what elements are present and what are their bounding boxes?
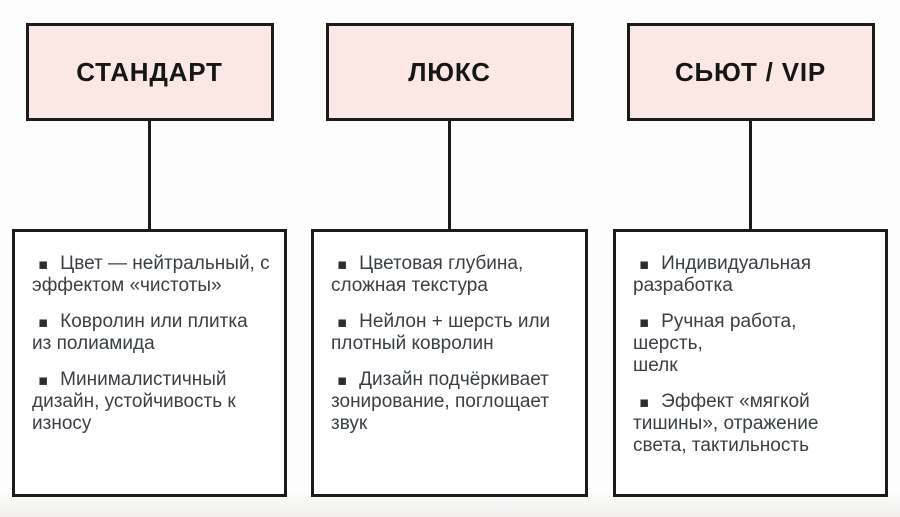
connector-line [749, 121, 752, 229]
bullet-item: ▪Дизайн подчёркивает зонирование, поглощ… [331, 369, 571, 435]
column-lux: ЛЮКС ▪Цветовая глубина, сложная текстура… [311, 23, 588, 497]
bullet-text: Цветовая глубина, сложная текстура [331, 253, 524, 296]
bullet-square-icon: ▪ [337, 371, 348, 389]
bullet-item: ▪Минималистичный дизайн, устойчивость к … [32, 369, 270, 435]
bullet-square-icon: ▪ [337, 313, 348, 331]
bullet-text: Эффект «мягкой тишины», отражение света,… [633, 391, 819, 456]
bullet-text: Ручная работа, шерсть, шелк [633, 311, 797, 376]
bullet-text: Ковролин или плитка из полиамида [32, 311, 248, 354]
header-box-standard: СТАНДАРТ [25, 23, 274, 121]
bullet-item: ▪Эффект «мягкой тишины», отражение света… [633, 391, 871, 457]
content-box-suite-vip: ▪Индивидуальная разработка ▪Ручная работ… [613, 229, 888, 497]
bullet-text: Дизайн подчёркивает зонирование, поглоща… [331, 369, 550, 434]
bullet-square-icon: ▪ [337, 255, 348, 273]
connector-line [448, 121, 451, 229]
content-box-lux: ▪Цветовая глубина, сложная текстура ▪Ней… [311, 229, 588, 497]
column-standard: СТАНДАРТ ▪Цвет — нейтральный, с эффектом… [12, 23, 287, 497]
bullet-item: ▪Ручная работа, шерсть, шелк [633, 311, 871, 377]
header-box-suite-vip: СЬЮТ / VIP [626, 23, 875, 121]
header-label-suite-vip: СЬЮТ / VIP [674, 56, 827, 87]
connector-line [148, 121, 151, 229]
bullet-item: ▪Нейлон + шерсть или плотный ковролин [331, 311, 571, 355]
bullet-item: ▪Цветовая глубина, сложная текстура [331, 253, 571, 297]
bullet-item: ▪Цвет — нейтральный, с эффектом «чистоты… [32, 253, 270, 297]
bullet-item: ▪Индивидуальная разработка [633, 253, 871, 297]
bullet-square-icon: ▪ [639, 313, 650, 331]
bullet-square-icon: ▪ [38, 255, 49, 273]
bullet-square-icon: ▪ [38, 371, 49, 389]
bullet-square-icon: ▪ [639, 255, 650, 273]
bullet-square-icon: ▪ [639, 393, 650, 411]
bullet-square-icon: ▪ [38, 313, 49, 331]
header-box-lux: ЛЮКС [325, 23, 574, 121]
bullet-text: Цвет — нейтральный, с эффектом «чистоты» [32, 253, 270, 296]
column-suite-vip: СЬЮТ / VIP ▪Индивидуальная разработка ▪Р… [613, 23, 888, 497]
bullet-item: ▪Ковролин или плитка из полиамида [32, 311, 270, 355]
content-box-standard: ▪Цвет — нейтральный, с эффектом «чистоты… [12, 229, 287, 497]
bullet-text: Минималистичный дизайн, устойчивость к и… [32, 369, 236, 434]
header-label-standard: СТАНДАРТ [76, 56, 223, 87]
header-label-lux: ЛЮКС [408, 56, 491, 87]
bullet-text: Индивидуальная разработка [633, 253, 812, 296]
bullet-text: Нейлон + шерсть или плотный ковролин [331, 311, 551, 354]
